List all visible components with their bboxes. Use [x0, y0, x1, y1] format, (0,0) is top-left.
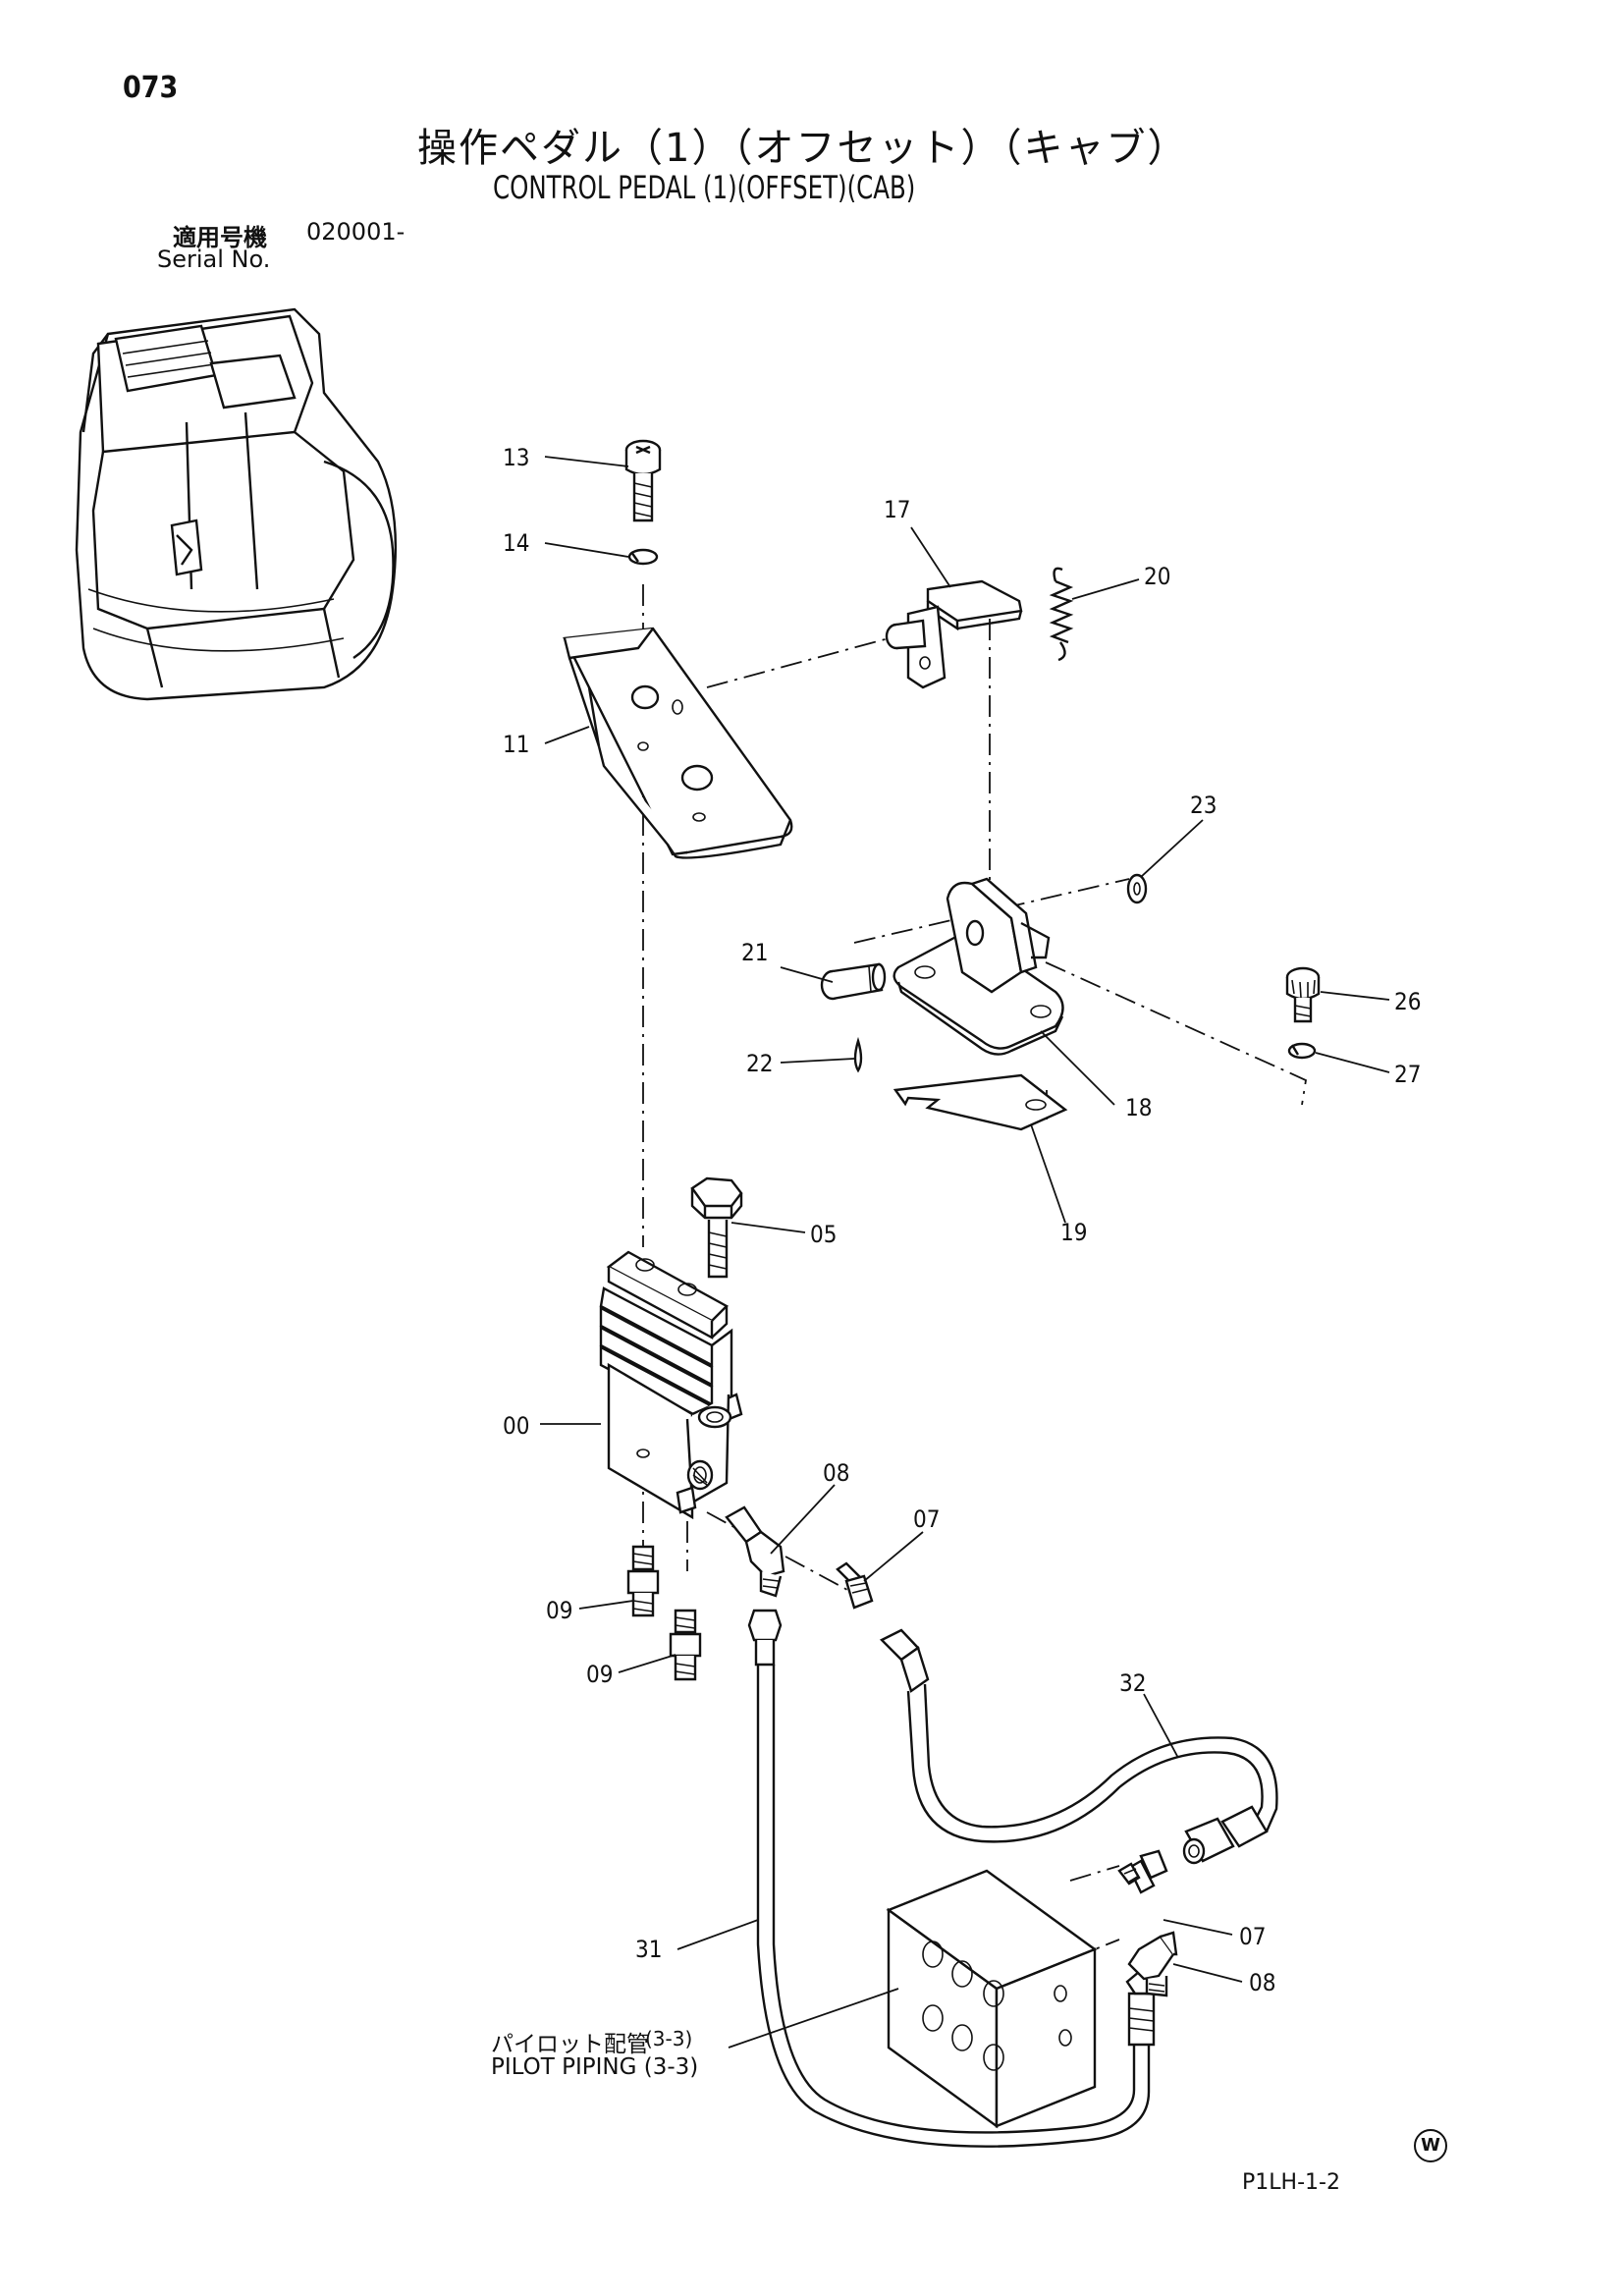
callout-07-lower: 07: [1239, 1923, 1266, 1950]
callout-14: 14: [503, 529, 529, 557]
part-20-return-spring: [1049, 567, 1074, 662]
pilot-piping-label-japanese: パイロット配管: [491, 2032, 649, 2057]
callout-09-lower: 09: [586, 1661, 613, 1688]
part-11-pedal-plate: [563, 627, 793, 859]
part-05-hex-bolt: [690, 1176, 743, 1279]
callout-27: 27: [1394, 1061, 1421, 1088]
part-31-pilot-hose: [747, 1609, 1161, 2148]
title-english: CONTROL PEDAL (1)(OFFSET)(CAB): [493, 169, 916, 206]
callout-11: 11: [503, 731, 529, 758]
callout-08-upper: 08: [823, 1459, 849, 1487]
w-circle-mark: W: [1414, 2129, 1447, 2162]
part-09-connector-lower: [669, 1609, 702, 1681]
assembly-line-pin: [706, 637, 890, 688]
callout-19: 19: [1060, 1219, 1087, 1246]
callout-05: 05: [810, 1221, 837, 1248]
leader-lines: [540, 456, 1390, 2049]
assembly-line-block-b: [1069, 1865, 1120, 1882]
callout-00: 00: [503, 1412, 529, 1440]
pilot-piping-reference: (3-3): [645, 2027, 693, 2050]
document-code: P1LH-1-2: [1242, 2170, 1340, 2195]
part-18-pedal-bracket: [893, 877, 1064, 1056]
part-22-cotter-pin: [853, 1036, 863, 1073]
callout-17: 17: [884, 496, 910, 523]
pilot-piping-label-english: PILOT PIPING (3-3): [491, 2054, 699, 2080]
callout-26: 26: [1394, 988, 1421, 1015]
page-number: 073: [123, 71, 179, 105]
part-07-nipple-fitting-lower: [1117, 1849, 1168, 1894]
part-21-clevis-pin: [820, 962, 887, 1001]
callout-18: 18: [1125, 1094, 1152, 1121]
callout-31: 31: [635, 1936, 662, 1963]
callout-09-upper: 09: [546, 1597, 572, 1624]
pilot-valve-block: [886, 1869, 1098, 2129]
assembly-line-fitting-b: [784, 1556, 850, 1592]
cab-thumbnail-illustration: [75, 307, 398, 701]
assembly-line-bolt: [1045, 961, 1307, 1106]
part-23-flat-washer: [1126, 873, 1148, 904]
part-19-shim-plate: [893, 1073, 1068, 1131]
part-08-elbow-fitting-upper: [725, 1505, 785, 1598]
part-09-connector-upper: [626, 1545, 660, 1617]
part-32-pilot-hose: [879, 1628, 1278, 1865]
callout-07-upper: 07: [913, 1505, 940, 1533]
serial-label-japanese: 適用号機: [173, 224, 267, 251]
serial-value: 020001-: [306, 218, 406, 246]
callout-32: 32: [1119, 1669, 1146, 1697]
assembly-line-washer: [853, 878, 1130, 944]
serial-label-english: Serial No.: [157, 246, 271, 273]
part-14-lock-washer: [627, 548, 659, 566]
part-27-lock-washer: [1287, 1042, 1317, 1060]
part-07-nipple-fitting-upper: [836, 1561, 874, 1610]
callout-21: 21: [741, 939, 768, 966]
part-00-pilot-valve: [599, 1250, 743, 1520]
callout-20: 20: [1144, 563, 1170, 590]
part-08-elbow-fitting-lower: [1127, 1931, 1178, 1997]
callout-23: 23: [1190, 792, 1217, 819]
callout-13: 13: [503, 444, 529, 471]
callout-08-lower: 08: [1249, 1969, 1275, 1996]
part-26-socket-bolt: [1285, 966, 1321, 1023]
title-japanese: 操作ペダル（1）（オフセット）（キャブ）: [417, 126, 1189, 171]
part-17-stopper-lever: [885, 579, 1023, 689]
callout-22: 22: [746, 1050, 773, 1077]
part-13-socket-bolt: [624, 439, 662, 522]
